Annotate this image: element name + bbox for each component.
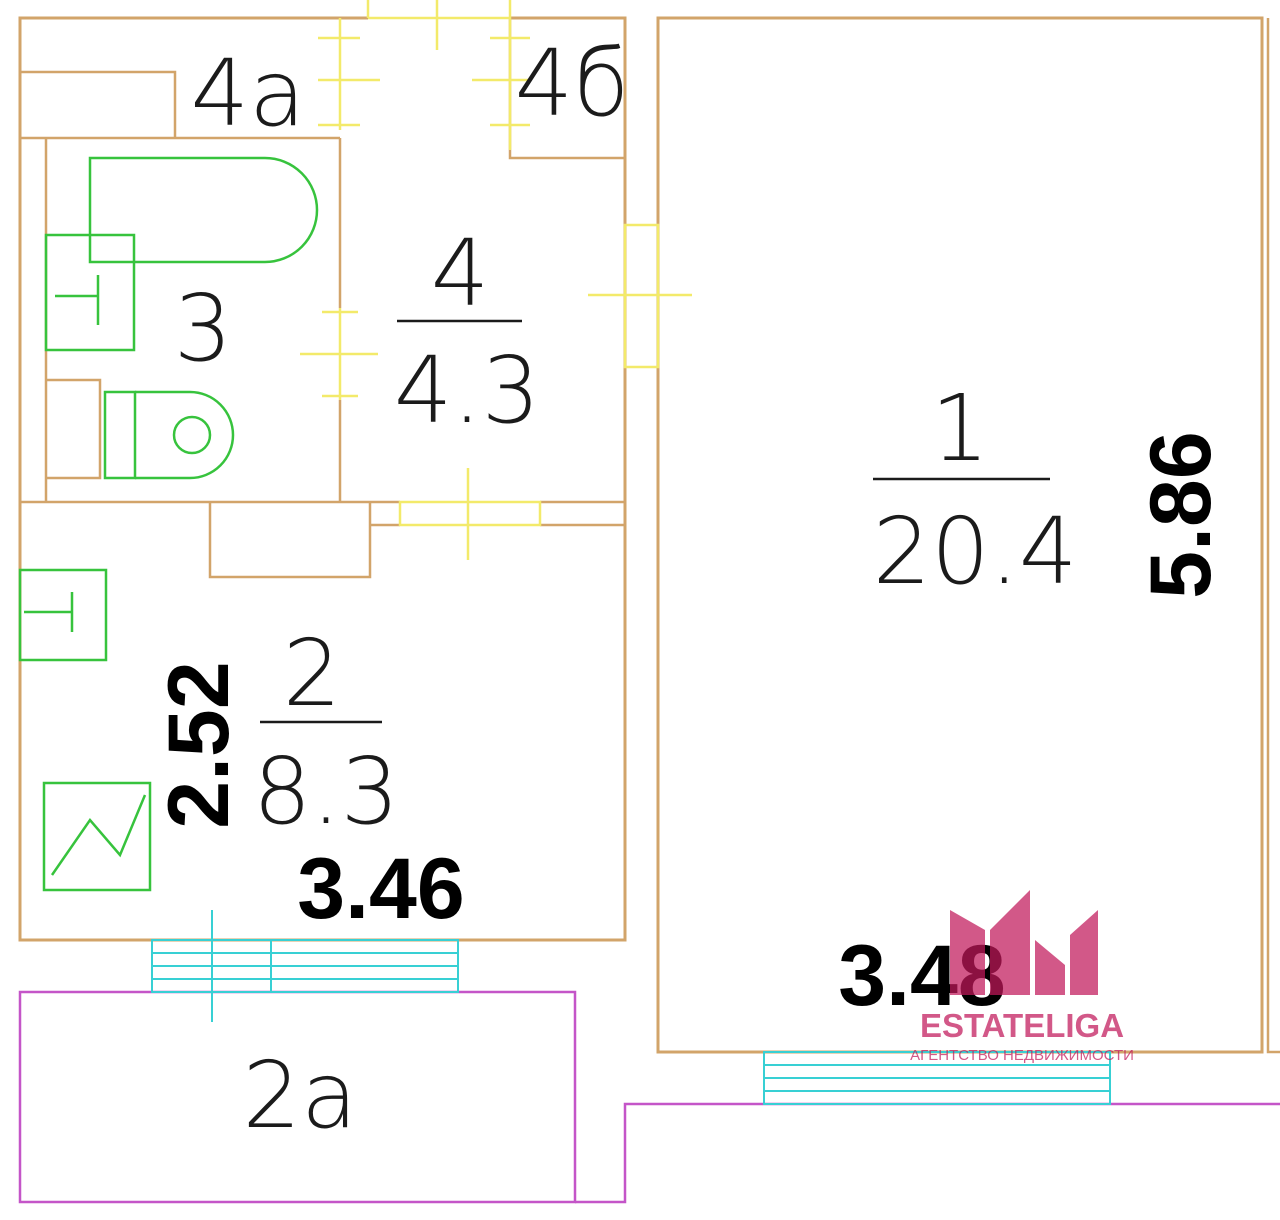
room-2-area: 8.3 [253, 738, 399, 845]
fixtures [18, 156, 319, 892]
toilet-icon [46, 378, 235, 480]
dimension-labels: 3.46 2.52 3.48 5.86 [151, 431, 1229, 1024]
kitchen-sink-icon [18, 568, 108, 662]
storage-4a-door [318, 18, 380, 130]
walls [18, 16, 1280, 1054]
room-1-area: 20.4 [873, 498, 1078, 605]
room-2-number: 2 [283, 620, 342, 727]
room-4b-label: 4б [515, 30, 630, 137]
estateliga-brand-text: ESTATELIGA [920, 1007, 1124, 1044]
kitchen-cabinet [208, 502, 372, 579]
room-labels: 4a 4б 3 4 4.3 1 20.4 2 8.3 2a [174, 30, 1078, 1149]
living-room-window [763, 1051, 1111, 1105]
room-4a-label: 4a [191, 40, 306, 147]
storage-4a-shelf [20, 70, 177, 138]
room-3-label: 3 [174, 275, 233, 382]
loggia-outline [575, 1102, 1280, 1204]
windows [151, 910, 1111, 1105]
kitchen-window [151, 910, 459, 1022]
room-4-number: 4 [431, 220, 490, 327]
estateliga-watermark: ESTATELIGA АГЕНТСТВО НЕДВИЖИМОСТИ [910, 890, 1134, 1064]
living-room-outline [656, 16, 1264, 1054]
room-2a-label: 2a [243, 1042, 358, 1149]
outer-right-wall [1266, 18, 1280, 1054]
entrance-door [366, 0, 512, 50]
bathtub-icon [88, 156, 319, 264]
bathroom-sink-icon [44, 233, 136, 352]
bathroom-door [300, 308, 378, 400]
room-4-area: 4.3 [394, 337, 540, 444]
kitchen-depth-label: 2.52 [151, 661, 247, 828]
storage-4b-door [472, 18, 530, 150]
living-depth-label: 5.86 [1133, 431, 1229, 598]
kitchen-door [398, 468, 542, 560]
stove-icon [42, 781, 152, 892]
estateliga-logo-icon [950, 890, 1098, 995]
kitchen-width-label: 3.46 [297, 841, 464, 937]
estateliga-tagline-text: АГЕНТСТВО НЕДВИЖИМОСТИ [910, 1047, 1134, 1064]
doors [300, 0, 692, 560]
living-room-door [588, 223, 692, 369]
room-1-number: 1 [931, 375, 990, 482]
